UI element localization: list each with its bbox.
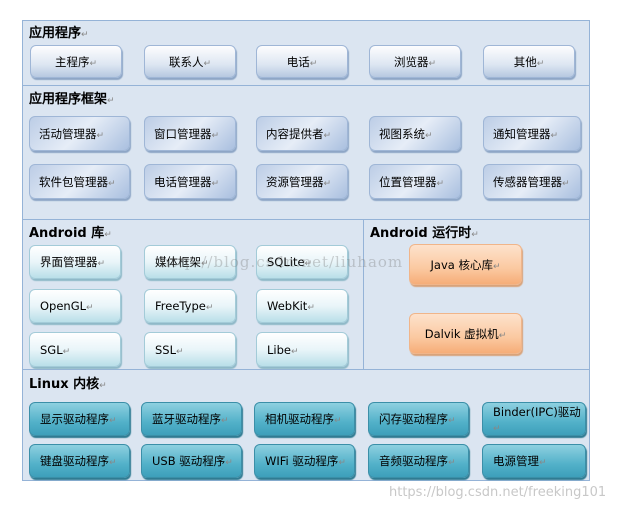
framework-component-box: 位置管理器	[369, 164, 461, 199]
component-label: 其他	[514, 54, 545, 70]
framework-component-box: 电话管理器	[144, 164, 236, 199]
libraries-component-box: WebKit	[256, 289, 348, 323]
runtime-component-box: Dalvik 虚拟机	[409, 313, 522, 354]
framework-component-box: 窗口管理器	[144, 116, 236, 151]
kernel-component-box: WIFi 驱动程序	[254, 444, 355, 478]
watermark: http://blog.csdn.net/liuhaom	[160, 253, 404, 271]
component-label: 闪存驱动程序	[379, 411, 456, 427]
kernel-component-box: 蓝牙驱动程序	[141, 402, 242, 436]
component-label: 相机驱动程序	[265, 411, 342, 427]
divider	[22, 219, 590, 220]
section-title-kernel: Linux 内核	[29, 373, 107, 392]
component-label: 界面管理器	[40, 254, 105, 270]
component-label: Java 核心库	[431, 257, 501, 273]
component-label: 音频驱动程序	[379, 453, 456, 469]
component-label: 蓝牙驱动程序	[152, 411, 229, 427]
libraries-component-box: SGL	[29, 332, 121, 367]
component-label: WIFi 驱动程序	[265, 453, 346, 469]
kernel-component-box: USB 驱动程序	[141, 444, 242, 478]
framework-component-box: 通知管理器	[483, 116, 581, 151]
libraries-component-box: 媒体框架	[144, 245, 236, 279]
component-label: SGL	[40, 343, 70, 357]
component-label: 联系人	[169, 54, 211, 70]
section-title-libraries: Android 库	[29, 222, 112, 241]
component-label: 键盘驱动程序	[40, 453, 117, 469]
component-label: 电话	[287, 54, 318, 70]
apps-component-box: 其他	[483, 45, 575, 78]
kernel-component-box: 相机驱动程序	[254, 402, 355, 436]
component-label: 显示驱动程序	[40, 411, 117, 427]
component-label: Dalvik 虚拟机	[425, 326, 506, 342]
framework-component-box: 内容提供者	[256, 116, 348, 151]
component-label: USB 驱动程序	[152, 453, 233, 469]
component-label: 传感器管理器	[493, 174, 570, 190]
component-label: 主程序	[55, 54, 97, 70]
libraries-component-box: SQLite	[256, 245, 348, 279]
kernel-component-box: 显示驱动程序	[29, 402, 130, 436]
component-label: WebKit	[267, 299, 315, 313]
divider	[363, 219, 364, 369]
divider	[22, 85, 590, 86]
apps-component-box: 联系人	[144, 45, 236, 78]
component-label: 浏览器	[394, 54, 436, 70]
framework-component-box: 资源管理器	[256, 164, 348, 199]
divider	[22, 369, 590, 370]
component-label: 资源管理器	[266, 174, 331, 190]
component-label: 软件包管理器	[39, 174, 116, 190]
component-label: 位置管理器	[379, 174, 444, 190]
component-label: 活动管理器	[39, 126, 104, 142]
component-label: SSL	[155, 343, 184, 357]
kernel-component-box: Binder(IPC)驱动	[482, 402, 586, 436]
kernel-component-box: 闪存驱动程序	[368, 402, 469, 436]
component-label: FreeType	[155, 299, 213, 313]
component-label: Binder(IPC)驱动	[493, 404, 585, 434]
libraries-component-box: OpenGL	[29, 289, 121, 323]
component-label: OpenGL	[40, 299, 94, 313]
component-label: 视图系统	[379, 126, 433, 142]
libraries-component-box: SSL	[144, 332, 236, 367]
section-title-runtime: Android 运行时	[370, 222, 479, 241]
section-title-framework: 应用程序框架	[29, 88, 115, 107]
framework-component-box: 活动管理器	[29, 116, 130, 151]
apps-component-box: 主程序	[30, 45, 122, 78]
component-label: 窗口管理器	[154, 126, 219, 142]
framework-component-box: 软件包管理器	[29, 164, 130, 199]
component-label: 媒体框架	[155, 254, 209, 270]
libraries-component-box: FreeType	[144, 289, 236, 323]
component-label: 内容提供者	[266, 126, 331, 142]
apps-component-box: 电话	[256, 45, 348, 78]
framework-component-box: 传感器管理器	[483, 164, 581, 199]
runtime-component-box: Java 核心库	[409, 244, 522, 285]
component-label: 电话管理器	[154, 174, 219, 190]
watermark-corner: https://blog.csdn.net/freeking101	[389, 485, 607, 500]
component-label: Libe	[267, 343, 299, 357]
kernel-component-box: 键盘驱动程序	[29, 444, 130, 478]
framework-component-box: 视图系统	[369, 116, 461, 151]
kernel-component-box: 音频驱动程序	[368, 444, 469, 478]
apps-component-box: 浏览器	[369, 45, 461, 78]
component-label: SQLite	[267, 255, 312, 269]
libraries-component-box: Libe	[256, 332, 348, 367]
component-label: 通知管理器	[493, 126, 558, 142]
kernel-component-box: 电源管理	[482, 444, 586, 478]
section-title-apps: 应用程序	[29, 22, 89, 41]
libraries-component-box: 界面管理器	[29, 245, 121, 279]
component-label: 电源管理	[493, 453, 547, 469]
